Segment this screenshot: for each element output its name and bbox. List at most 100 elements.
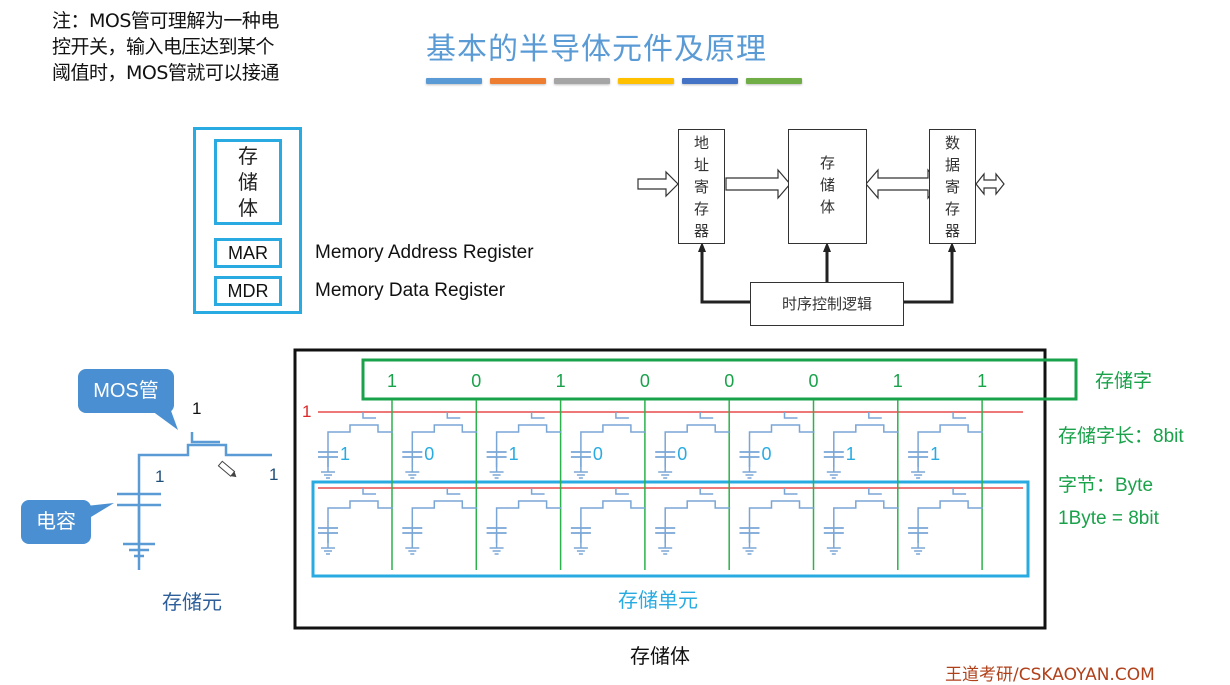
storage-unit-label: 存储单元 — [618, 589, 698, 612]
memory-cell: 0 — [402, 412, 478, 479]
memory-cell: 1 — [486, 412, 562, 479]
memory-char: 储 — [238, 170, 258, 194]
mdr-box: MDR — [214, 276, 282, 306]
word-bit-value: 1 — [977, 371, 987, 391]
cell-value: 0 — [677, 444, 687, 464]
mos-callout-tail — [148, 408, 178, 430]
cell-value: 1 — [846, 444, 856, 464]
cell-value: 0 — [424, 444, 434, 464]
word-bit-value: 1 — [387, 371, 397, 391]
memory-char: 存 — [238, 144, 258, 168]
word-bit-value: 0 — [471, 371, 481, 391]
memory-bank-border — [293, 348, 1047, 630]
block-char: 器 — [693, 221, 709, 240]
capacitor-value: 1 — [155, 467, 164, 486]
note-line: 阈值时，MOS管就可以接通 — [52, 62, 279, 84]
capacitor-callout-tail — [86, 503, 114, 520]
cell-value: 1 — [509, 444, 519, 464]
color-bar — [426, 78, 482, 84]
word-bit-value: 0 — [640, 371, 650, 391]
mos-channel-line — [137, 443, 272, 570]
word-bit-value: 0 — [724, 371, 734, 391]
storage-word-box — [361, 358, 1078, 401]
memory-char: 体 — [238, 196, 258, 220]
arrowhead-icon — [698, 242, 706, 252]
mos-note: 注：MOS管可理解为一种电 控开关，输入电压达到某个 阈值时，MOS管就可以接通 — [52, 8, 342, 86]
cell-value: 0 — [593, 444, 603, 464]
arrowhead-icon — [823, 242, 831, 252]
byte-label: 字节：Byte — [1058, 475, 1154, 496]
page-title: 基本的半导体元件及原理 — [426, 32, 767, 67]
memory-cell — [823, 488, 899, 555]
memory-cell — [655, 488, 731, 555]
address-arrow-icon — [725, 168, 791, 200]
block-char: 寄 — [944, 177, 960, 196]
block-char: 体 — [819, 198, 835, 216]
storage-cell-caption: 存储元 — [162, 590, 222, 614]
byte-equation-label: 1Byte = 8bit — [1058, 508, 1159, 529]
block-char: 存 — [944, 199, 960, 218]
word-bit-value: 0 — [809, 371, 819, 391]
watermark: 王道考研/CSKAOYAN.COM — [945, 665, 1155, 685]
main-memory-block — [193, 127, 302, 314]
block-char: 据 — [944, 155, 960, 174]
memory-block-diagram — [637, 168, 1005, 304]
color-bar — [682, 78, 738, 84]
title-color-bars — [426, 78, 802, 84]
memory-cell: 0 — [655, 412, 731, 479]
storage-word-label: 存储字 — [1095, 371, 1153, 392]
memory-cell — [318, 488, 393, 555]
block-char: 器 — [944, 221, 960, 240]
block-char: 址 — [693, 155, 709, 174]
storage-cell-circuit: 1 1 1 — [117, 399, 278, 570]
color-bar — [490, 78, 546, 84]
memory-cell — [570, 488, 646, 555]
memory-bank-caption: 存储体 — [630, 644, 690, 668]
word-bit-value: 1 — [893, 371, 903, 391]
mar-label: Memory Address Register — [315, 242, 534, 263]
address-register-block: 地 址 寄 存 器 — [678, 129, 725, 244]
note-line: 控开关，输入电压达到某个 — [52, 36, 275, 58]
line-value: 1 — [269, 465, 278, 484]
block-char: 数 — [944, 133, 960, 152]
memory-cell — [402, 488, 478, 555]
memory-cell — [908, 488, 984, 555]
block-char: 寄 — [693, 177, 709, 196]
mos-callout: MOS管 — [78, 369, 174, 413]
block-char: 存 — [819, 154, 835, 172]
color-bar — [618, 78, 674, 84]
memory-cell: 1 — [908, 412, 984, 479]
control-line-data — [904, 248, 954, 304]
memory-bank-block: 存 储 体 — [788, 129, 867, 244]
data-register-block: 数 据 寄 存 器 — [929, 129, 976, 244]
control-line-address — [700, 248, 750, 304]
arrowhead-icon — [948, 242, 956, 252]
note-line: 注：MOS管可理解为一种电 — [52, 10, 279, 32]
mar-box: MAR — [214, 238, 282, 268]
mdr-label: Memory Data Register — [315, 280, 506, 301]
input-arrow-icon — [637, 170, 679, 198]
memory-cell — [486, 488, 562, 555]
word-line-select-value: 1 — [302, 402, 311, 421]
color-bar — [746, 78, 802, 84]
storage-unit-box — [311, 480, 1030, 578]
pencil-icon — [217, 460, 237, 478]
output-arrow-icon — [975, 172, 1005, 196]
timing-control-block: 时序控制逻辑 — [750, 282, 904, 326]
word-length-label: 存储字长：8bit — [1058, 426, 1184, 447]
mos-gate-line — [190, 432, 220, 444]
word-bit-value: 1 — [556, 371, 566, 391]
memory-cell: 0 — [570, 412, 646, 479]
memory-cell — [739, 488, 815, 555]
cell-value: 1 — [930, 444, 940, 464]
block-char: 储 — [819, 176, 835, 194]
memory-bank-box: 存 储 体 — [214, 139, 282, 225]
cell-value: 0 — [762, 444, 772, 464]
gate-value: 1 — [192, 399, 201, 418]
memory-cell: 1 — [823, 412, 899, 479]
memory-cell: 0 — [739, 412, 815, 479]
block-char: 地 — [693, 133, 709, 152]
block-char: 存 — [693, 199, 709, 218]
memory-cell: 1 — [318, 412, 393, 479]
